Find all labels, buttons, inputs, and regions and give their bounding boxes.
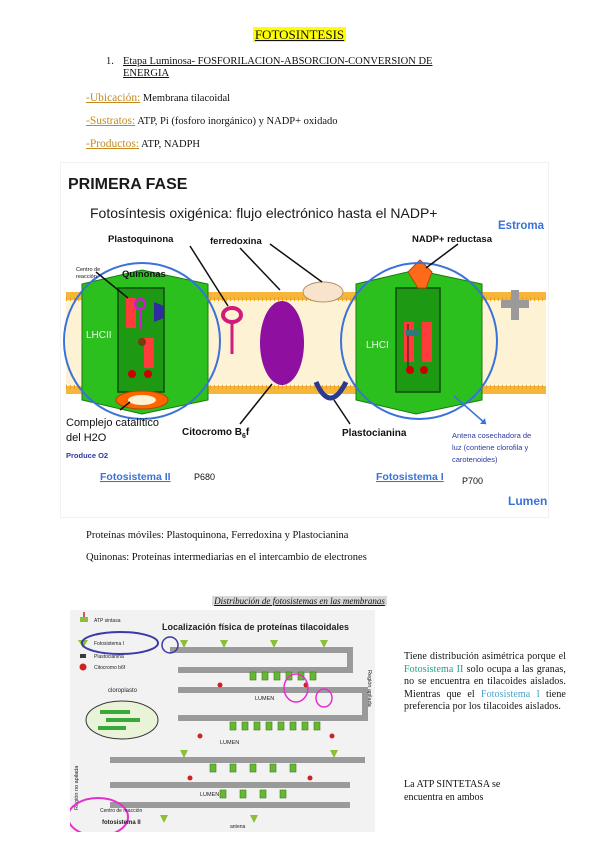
page-title: FOTOSINTESIS — [252, 27, 347, 42]
plastocyanin-shape — [313, 380, 349, 401]
svg-text:Citocromo b6f: Citocromo b6f — [94, 665, 126, 671]
fotosistema-ii-highlight: Fotosistema II — [404, 663, 464, 675]
ubicacion-key: -Ubicación: — [86, 92, 141, 104]
diagram-subtitle: Fotosíntesis oxigénica: flujo electrónic… — [90, 205, 437, 221]
p680-label: P680 — [194, 472, 215, 482]
antena-label: antena — [230, 824, 246, 830]
ferredoxina-label: ferredoxina — [210, 236, 262, 247]
atp-sintetasa-note: La ATP SINTETASA se encuentra en ambos — [404, 779, 501, 803]
arrow-head — [480, 418, 486, 424]
svg-text:cloroplasto: cloroplasto — [108, 688, 138, 694]
svg-text:Plastocianina: Plastocianina — [94, 654, 124, 660]
stage-line-1: Etapa Luminosa- FOSFORILACION-ABSORCION-… — [123, 56, 433, 67]
fig2-title: Localización física de proteínas tilacoi… — [162, 622, 349, 632]
complejo-label-2: del H2O — [66, 432, 107, 444]
produce-o2-label: Produce O2 — [66, 451, 108, 460]
estroma-label: Estroma — [498, 220, 545, 232]
fig2-magenta-circle-3 — [70, 797, 129, 832]
lumen-label: Lumen — [508, 494, 547, 508]
antena-label-2: luz (contiene clorofila y — [452, 443, 529, 452]
lhci-label: LHCI — [366, 340, 389, 351]
citocromo-label: Citocromo B6f — [182, 427, 250, 440]
photosystem-ii-complex — [81, 269, 209, 415]
lumen-label-2: LUMEN — [220, 740, 239, 746]
complejo-label-1: Complejo catalítico — [66, 417, 159, 429]
region-no-apilada-label: Región no apilada — [74, 765, 80, 810]
stage-line-2: ENERGIA — [123, 68, 170, 79]
photosystem-i-complex — [355, 259, 483, 415]
fig2-magenta-circle-1 — [283, 673, 309, 703]
figure2-caption: Distribución de fotosistemas en las memb… — [212, 596, 387, 606]
fotosistema-i-label: Fotosistema I — [376, 471, 444, 483]
centro-reaccion-label-2: reacción — [76, 274, 97, 280]
fotosistema-i-highlight: Fotosistema I — [480, 688, 540, 700]
proteinas-moviles-line: Proteínas móviles: Plastoquinona, Ferred… — [86, 530, 349, 541]
lumen-label-1: LUMEN — [255, 696, 274, 702]
legend-highlight-circle — [81, 631, 159, 655]
sustratos-value: ATP, Pi (fosforo inorgánico) y NADP+ oxi… — [135, 116, 338, 127]
fig2-atp-synthases — [160, 640, 338, 823]
fotosistema-ii-legend: fotosistema II — [102, 820, 141, 826]
asymmetric-distribution-text: Tiene distribución asimétrica porque el … — [404, 651, 566, 712]
thylakoid-proteins-diagram: Localización física de proteínas tilacoi… — [70, 610, 375, 832]
centro-reaccion-label: Centro de reacción — [100, 808, 142, 814]
lhcii-label: LHCII — [86, 330, 112, 341]
p700-label: P700 — [462, 476, 483, 486]
quinonas-line: Quinonas: Proteínas intermediarias en el… — [86, 552, 367, 563]
region-apilada-label: Región apilada — [366, 670, 372, 708]
stage-heading: 1. Etapa Luminosa- FOSFORILACION-ABSORCI… — [106, 56, 486, 80]
primera-fase-heading: PRIMERA FASE — [68, 176, 188, 193]
sustratos-key: -Sustratos: — [86, 115, 136, 127]
fig2-photosystems — [209, 671, 321, 799]
stage-number: 1. — [106, 56, 114, 67]
plastocianina-label: Plastocianina — [342, 428, 407, 439]
fotosistema-ii-label: Fotosistema II — [100, 471, 171, 483]
plastoquinona-label: Plastoquinona — [108, 234, 174, 245]
quinonas-label: Quinonas — [122, 269, 166, 280]
fig2-magenta-circle-2 — [315, 688, 333, 708]
cytochrome-b6f-shape — [260, 301, 304, 385]
ubicacion-value: Membrana tilacoidal — [140, 93, 231, 104]
svg-text:ATP sintasa: ATP sintasa — [94, 618, 121, 624]
sustratos-line: -Sustratos: ATP, Pi (fosforo inorgánico)… — [86, 115, 338, 127]
photosystem-ii-circle — [63, 262, 221, 420]
gray-cross-shape — [501, 290, 529, 320]
plastoquinone-shape — [221, 306, 243, 354]
fig2-membranes — [110, 647, 368, 808]
antena-label-3: carotenoides) — [452, 455, 498, 464]
svg-text:Fotosistema I: Fotosistema I — [94, 641, 124, 647]
antena-label-1: Antena cosechadora de — [452, 431, 531, 440]
photosystem-i-circle — [340, 262, 498, 420]
chloroplast-inset: cloroplasto — [85, 688, 159, 740]
primera-fase-diagram: PRIMERA FASE Fotosíntesis oxigénica: flu… — [60, 162, 549, 518]
productos-value: ATP, NADPH — [139, 139, 201, 150]
diagram-leader-lines — [95, 243, 487, 425]
fig2-blue-circle — [161, 636, 179, 654]
ubicacion-line: -Ubicación: Membrana tilacoidal — [86, 92, 230, 104]
lumen-label-3: LUMEN — [200, 792, 219, 798]
ferredoxin-shape — [302, 281, 344, 303]
nadp-reductasa-label: NADP+ reductasa — [412, 234, 493, 245]
productos-key: -Productos: — [86, 138, 140, 150]
centro-reaccion-label-1: Centro de — [76, 267, 100, 273]
productos-line: -Productos: ATP, NADPH — [86, 138, 200, 150]
